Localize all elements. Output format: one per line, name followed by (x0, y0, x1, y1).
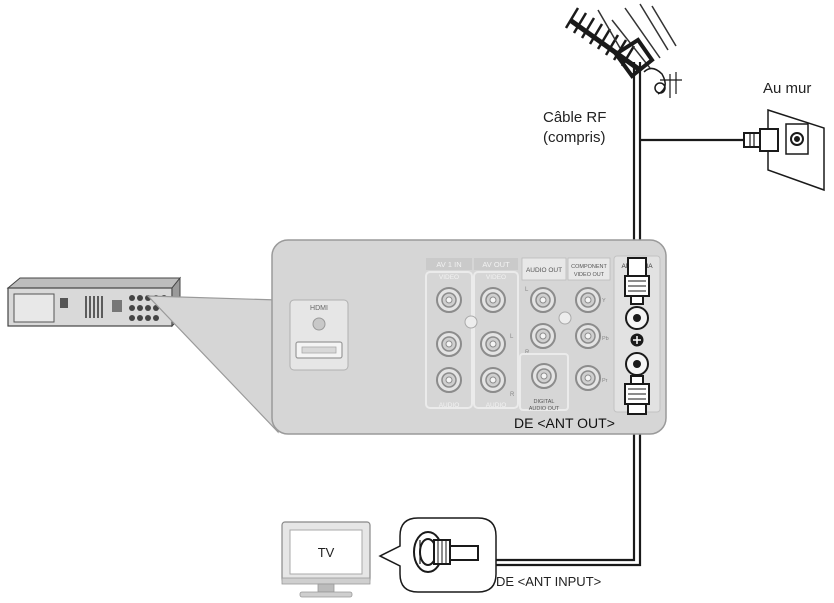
wall-label: Au mur (763, 80, 812, 97)
ant-out-label: DE <ANT OUT> (514, 415, 615, 431)
digital-label-1: DIGITAL (534, 399, 555, 405)
video-label-out: VIDEO (486, 274, 506, 281)
ant-input-label: DE <ANT INPUT> (496, 574, 602, 589)
l-label-av: L (510, 334, 514, 340)
audio-out-label: AUDIO OUT (526, 267, 562, 274)
zoom-callout (146, 295, 279, 434)
audio-label-in: AUDIO (439, 402, 460, 409)
cable-label-line2: (compris) (543, 129, 606, 146)
component-label-2: VIDEO OUT (574, 272, 605, 278)
video-label-in: VIDEO (439, 274, 459, 281)
tv-ant-input-plug-icon (413, 531, 479, 573)
cable-label-line1: Câble RF (543, 109, 607, 126)
pb-label: Pb (602, 336, 609, 342)
av-out-label: AV OUT (482, 260, 510, 269)
audio-label-out: AUDIO (486, 402, 507, 409)
tv-icon: TV (281, 521, 371, 598)
wall-outlet-icon (743, 108, 825, 192)
y-label: Y (602, 298, 606, 304)
back-panel: HDMI AV 1 IN AV OUT VIDEO VIDEO AUDIO AU… (271, 239, 667, 435)
tv-label: TV (318, 545, 335, 560)
digital-label-2: AUDIO OUT (529, 406, 560, 412)
hdmi-label: HDMI (310, 305, 328, 312)
ant-out-plug-icon (624, 375, 650, 415)
r-label-av: R (510, 392, 515, 398)
l-label-audio: L (525, 287, 529, 293)
rf-cable (478, 62, 746, 567)
ant-in-plug-icon (624, 257, 650, 305)
av1-in-label: AV 1 IN (436, 260, 461, 269)
pr-label: Pr (602, 378, 608, 384)
antenna-icon (564, 3, 682, 98)
component-label-1: COMPONENT (571, 264, 607, 270)
dvd-recorder-icon (6, 276, 182, 328)
